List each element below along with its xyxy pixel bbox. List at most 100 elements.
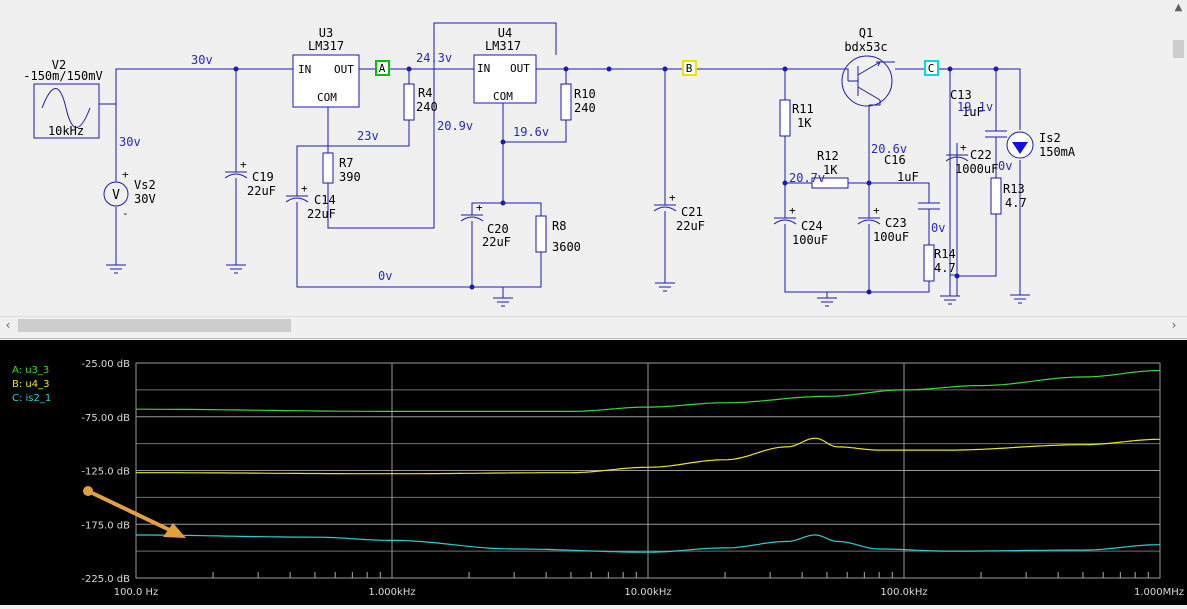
u4-in-pin: IN [477,62,490,75]
ground-symbols [106,264,1030,307]
c13-value: 1uF [962,105,984,119]
vs2-minus: - [122,207,129,220]
vertical-scroll-thumb[interactable] [1173,40,1184,58]
vs2-source[interactable] [103,181,129,207]
vs2-plus: + [122,168,129,181]
r4-value: 240 [416,100,438,114]
probe-c-label: C [928,62,935,75]
schematic-canvas[interactable]: V2 -150m/150mV 10kHz V + - Vs2 30V U3 LM… [0,0,1187,339]
u3-regulator[interactable] [292,54,360,108]
u3-com-pin: COM [317,91,337,104]
q1-transistor[interactable] [841,55,893,107]
r11-value: 1K [797,116,812,130]
horizontal-scroll-thumb[interactable] [18,319,291,332]
c14-capacitor[interactable] [285,195,309,203]
c22-label: C22 [970,148,992,162]
net-label-19-1v: 19.1v [957,100,993,114]
probe-c-marker[interactable] [924,60,939,76]
ground-icon [940,295,960,305]
net-label-0v-r13: 0v [998,159,1012,173]
horizontal-scrollbar[interactable]: ‹ › [0,316,1187,334]
q1-base-lead [840,68,849,81]
r8-label: R8 [552,219,566,233]
x-tick-label: 100.0 Hz [114,587,159,598]
probe-a-marker[interactable] [375,60,390,76]
net-label-23v: 23v [357,129,379,143]
r12-resistor[interactable] [811,177,849,189]
u3-part: LM317 [308,39,344,53]
bode-plot-panel[interactable]: -25.00 dB-75.00 dB-125.0 dB-175.0 dB-225… [0,340,1187,605]
c16-value: 1uF [897,170,919,184]
net-label-20-9v: 20.9v [437,119,473,133]
c14-plus: + [301,182,308,195]
probe-b-marker[interactable] [682,60,697,76]
x-tick-label: 1.000kHz [368,587,415,598]
c13-capacitor[interactable] [985,130,1007,138]
c14-label: C14 [314,193,336,207]
scroll-right-arrow-icon[interactable]: › [1171,318,1177,332]
v2-source-box[interactable] [33,83,100,139]
c16-capacitor[interactable] [918,202,940,210]
r10-value: 240 [574,101,596,115]
vs2-value: 30V [134,192,156,206]
c23-capacitor[interactable] [857,217,881,225]
c23-label: C23 [885,216,907,230]
r10-resistor[interactable] [560,83,572,121]
probe-a[interactable]: A [375,60,390,76]
x-tick-label: 100.0kHz [880,587,927,598]
sine-wave-icon [41,88,91,128]
u4-out-pin: OUT [510,62,530,75]
legend-item: B: u4_3 [12,379,49,390]
scroll-left-arrow-icon[interactable]: ‹ [5,318,11,332]
c14-value: 22uF [307,207,336,221]
r11-resistor[interactable] [779,99,791,137]
v2-label: V2 [52,58,66,72]
annotation-arrow [83,486,186,538]
c24-capacitor[interactable] [773,217,797,225]
probe-a-label: A [379,62,386,75]
r7-resistor[interactable] [322,152,334,184]
c24-value: 100uF [792,233,828,247]
r14-resistor[interactable] [923,244,935,282]
y-tick-label: -125.0 dB [81,467,130,478]
v2-value: -150m/150mV [23,69,102,83]
c20-plus: + [476,201,483,214]
net-label-0v: 0v [378,269,392,283]
r13-resistor[interactable] [990,177,1002,215]
u4-label: U4 [498,26,512,40]
x-tick-label: 10.00kHz [624,587,671,598]
series-line-is2-1 [136,534,1160,553]
c19-plus: + [240,158,247,171]
c19-label: C19 [252,170,274,184]
plot-series [136,369,1161,553]
current-arrow-icon [1012,142,1028,154]
ground-icon [226,264,246,274]
ground-icon [817,297,837,307]
c20-capacitor[interactable] [460,214,484,222]
u4-com-pin: COM [493,90,513,103]
legend-item: A: u3_3 [12,365,49,376]
x-tick-label: 1.000MHz [1134,587,1184,598]
c21-capacitor[interactable] [653,204,677,212]
probe-c[interactable]: C [924,60,939,76]
resistors [322,83,1002,282]
scroll-up-arrow-icon[interactable]: ▲ [1174,2,1183,13]
r7-label: R7 [339,156,353,170]
u3-out-pin: OUT [334,63,354,76]
c19-capacitor[interactable] [224,171,248,179]
transistor-symbol-icon [848,61,895,106]
r13-label: R13 [1003,182,1025,196]
legend-item: C: is2_1 [12,393,51,404]
y-tick-label: -175.0 dB [81,520,130,531]
series-line-u3-3 [136,369,1161,413]
probe-b[interactable]: B [682,60,697,76]
probe-b-label: B [686,62,693,75]
r8-resistor[interactable] [535,215,547,253]
c22-capacitor[interactable] [945,154,969,162]
u4-regulator[interactable] [473,54,537,104]
net-label-30v: 30v [191,53,213,67]
r8-value: 3600 [552,240,581,254]
vertical-scrollbar[interactable]: ▲ [1170,0,1187,316]
bode-plot: -25.00 dB-75.00 dB-125.0 dB-175.0 dB-225… [12,359,1184,598]
r4-resistor[interactable] [403,83,415,121]
